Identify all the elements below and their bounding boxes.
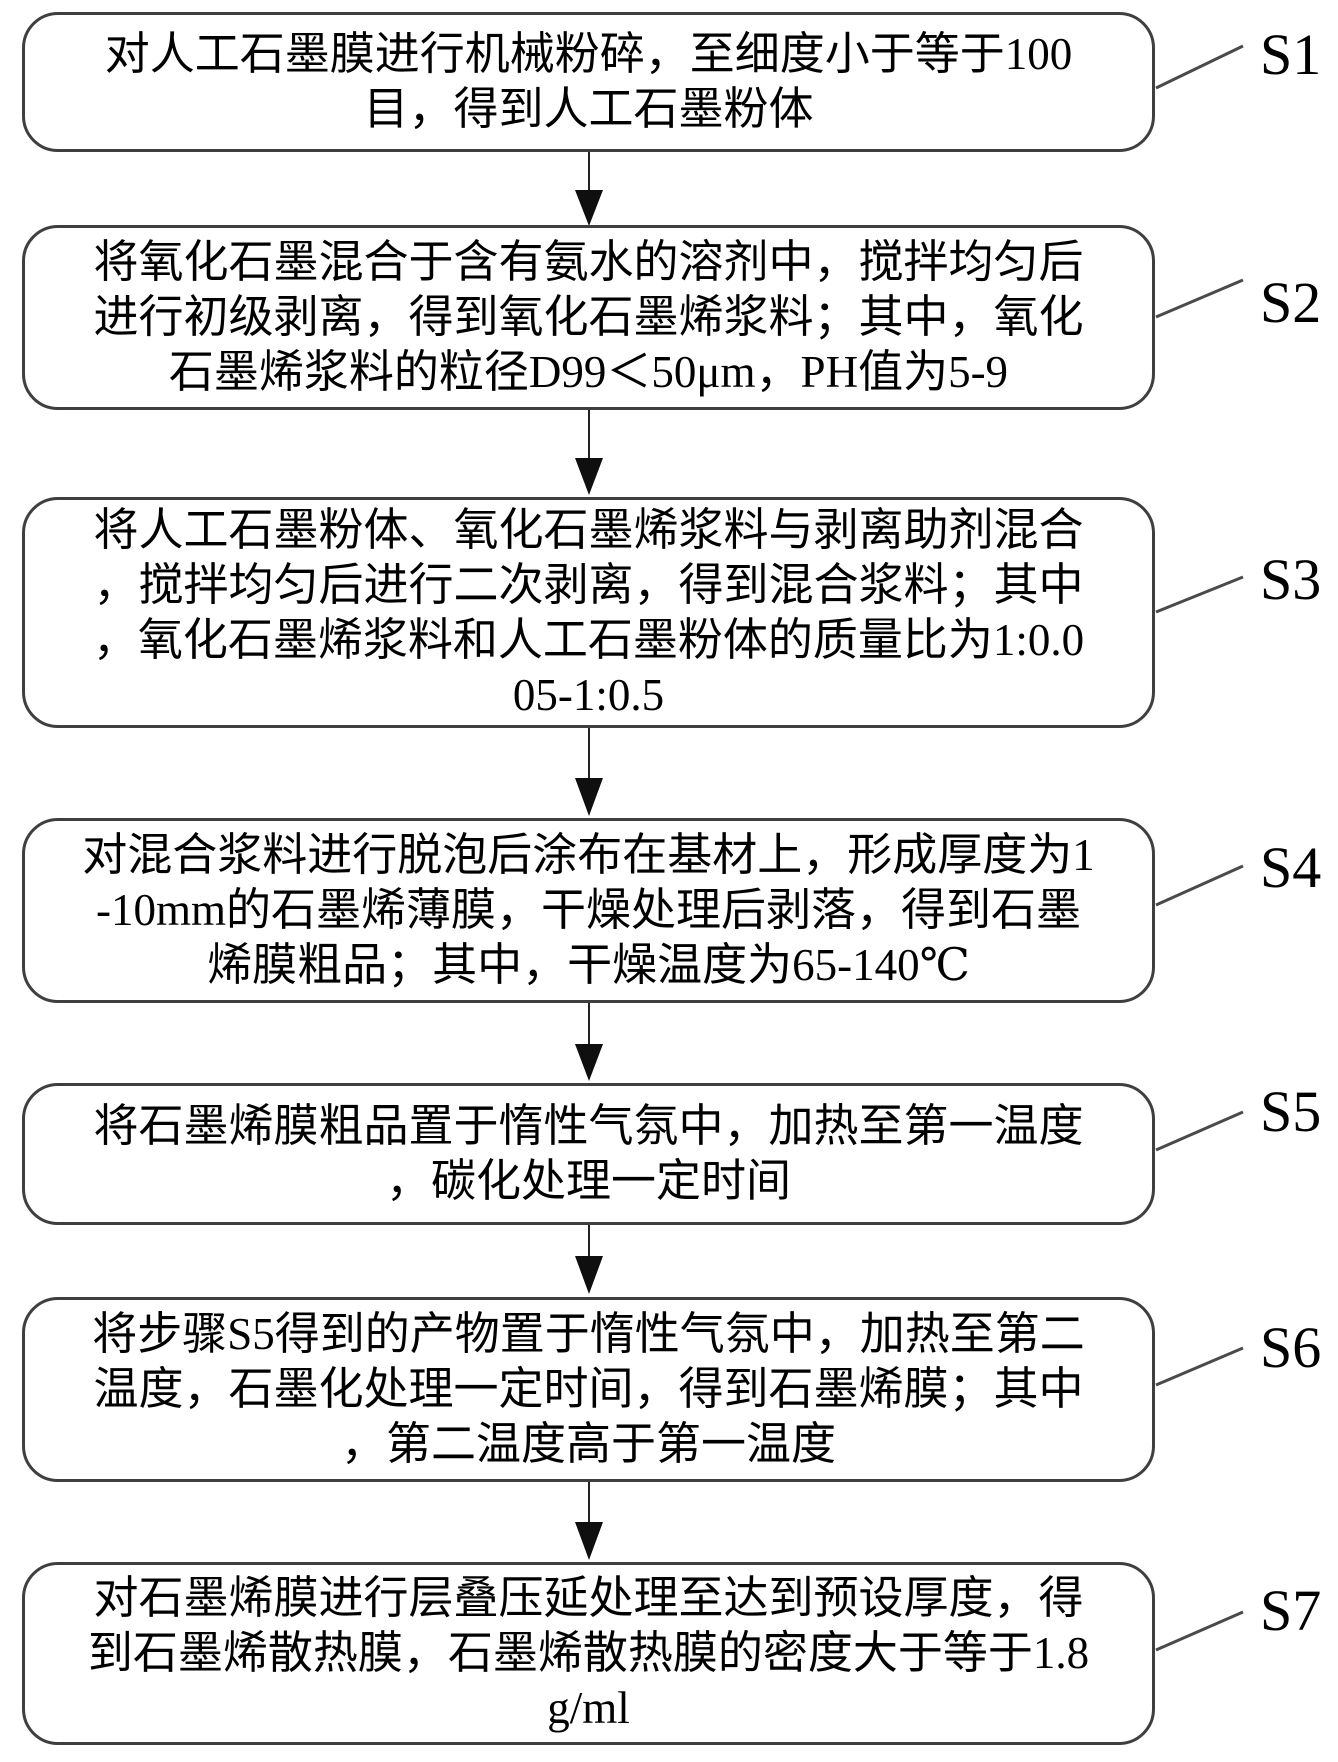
step-label-s2: S2 [1260, 270, 1322, 335]
step-box-s2: 将氧化石墨混合于含有氨水的溶剂中，搅拌均匀后 进行初级剥离，得到氧化石墨烯浆料；… [22, 225, 1155, 410]
step-label-s3: S3 [1260, 547, 1322, 612]
step-box-s6: 将步骤S5得到的产物置于惰性气氛中，加热至第二 温度，石墨化处理一定时间，得到石… [22, 1297, 1155, 1482]
step-box-s4: 对混合浆料进行脱泡后涂布在基材上，形成厚度为1 -10mm的石墨烯薄膜，干燥处理… [22, 818, 1155, 1003]
label-leader-line [1155, 1346, 1244, 1387]
step-text-s4: 对混合浆料进行脱泡后涂布在基材上，形成厚度为1 -10mm的石墨烯薄膜，干燥处理… [82, 830, 1095, 990]
flow-arrow [575, 152, 603, 226]
flow-arrowhead [575, 1256, 603, 1294]
step-text-s3: 将人工石墨粉体、氧化石墨烯浆料与剥离助剂混合 ，搅拌均匀后进行二次剥离，得到混合… [92, 504, 1085, 720]
flow-arrowhead [575, 1044, 603, 1081]
flow-arrowhead [575, 778, 603, 816]
flow-arrow [575, 728, 603, 816]
flow-arrow [575, 410, 603, 495]
step-box-s1: 对人工石墨膜进行机械粉碎，至细度小于等于100 目，得到人工石墨粉体 [22, 12, 1155, 152]
label-leader-line [1155, 864, 1244, 907]
step-box-s3: 将人工石墨粉体、氧化石墨烯浆料与剥离助剂混合 ，搅拌均匀后进行二次剥离，得到混合… [22, 497, 1155, 728]
step-text-s1: 对人工石墨膜进行机械粉碎，至细度小于等于100 目，得到人工石墨粉体 [104, 29, 1073, 134]
label-leader-line [1155, 1610, 1244, 1652]
step-label-s4: S4 [1260, 835, 1322, 900]
label-leader-line [1155, 575, 1244, 614]
step-text-s7: 对石墨烯膜进行层叠压延处理至达到预设厚度，得 到石墨烯散热膜，石墨烯散热膜的密度… [87, 1573, 1090, 1733]
label-leader-line [1155, 44, 1244, 90]
step-label-s7: S7 [1260, 1578, 1322, 1643]
flow-arrowhead [575, 1522, 603, 1560]
flow-arrowhead [575, 458, 603, 495]
flow-arrow [575, 1003, 603, 1081]
label-leader-line [1155, 278, 1244, 319]
step-label-s1: S1 [1260, 22, 1322, 87]
step-label-s6: S6 [1260, 1315, 1322, 1380]
flow-arrow [575, 1225, 603, 1294]
flow-arrow [575, 1482, 603, 1560]
step-text-s5: 将石墨烯膜粗品置于惰性气氛中，加热至第一温度 ，碳化处理一定时间 [93, 1101, 1084, 1206]
step-box-s5: 将石墨烯膜粗品置于惰性气氛中，加热至第一温度 ，碳化处理一定时间 [22, 1083, 1155, 1225]
label-leader-line [1155, 1110, 1244, 1152]
step-label-s5: S5 [1260, 1079, 1322, 1144]
step-text-s2: 将氧化石墨混合于含有氨水的溶剂中，搅拌均匀后 进行初级剥离，得到氧化石墨烯浆料；… [93, 237, 1084, 397]
step-box-s7: 对石墨烯膜进行层叠压延处理至达到预设厚度，得 到石墨烯散热膜，石墨烯散热膜的密度… [22, 1562, 1155, 1745]
step-text-s6: 将步骤S5得到的产物置于惰性气氛中，加热至第二 温度，石墨化处理一定时间，得到石… [92, 1309, 1085, 1469]
flow-arrowhead [575, 190, 603, 226]
